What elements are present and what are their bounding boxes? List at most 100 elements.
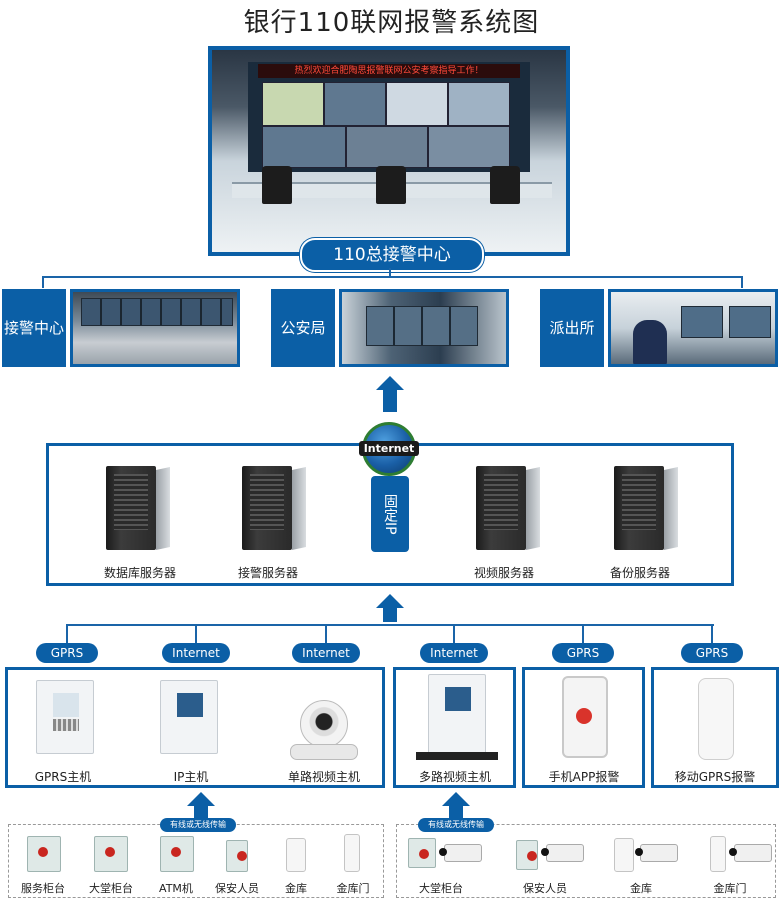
video-wall (366, 306, 478, 346)
mobile-app-phone (562, 676, 608, 758)
wireless-button-icon (516, 840, 538, 870)
police-bureau-box: 公安局 (271, 289, 335, 367)
connector-line (325, 624, 327, 644)
device-label: GPRS主机 (34, 770, 92, 784)
sensor-label: 金库门 (336, 882, 370, 895)
device-label: 手机APP报警 (548, 770, 620, 784)
monitor (681, 306, 723, 338)
chair (262, 166, 292, 204)
connector-line (42, 276, 44, 288)
up-arrow-icon (442, 792, 470, 806)
panic-button-icon (94, 836, 128, 872)
connector-line (582, 624, 584, 644)
wall-screen (262, 82, 324, 126)
internet-label: Internet (359, 441, 419, 456)
connector-line (741, 276, 743, 288)
connector-line (195, 624, 197, 644)
door-sensor-icon (710, 836, 726, 872)
single-video-host-camera (300, 700, 348, 748)
police-station-box: 派出所 (540, 289, 604, 367)
cctv-camera-icon (729, 844, 772, 862)
sensor-label: 保安人员 (215, 882, 259, 895)
police-bureau-photo (339, 289, 509, 367)
sensor-label: 金库门 (713, 882, 747, 895)
connector-line (711, 624, 713, 644)
device-base (416, 752, 498, 760)
sensor-label: 保安人员 (523, 882, 567, 895)
server-label: 视频服务器 (473, 566, 534, 580)
device-label: 多路视频主机 (418, 770, 491, 784)
video-wall (81, 298, 233, 326)
device-label: 单路视频主机 (287, 770, 360, 784)
pir-sensor-icon (614, 838, 634, 872)
transmission-tag: 有线或无线传输 (160, 818, 236, 832)
wall-screen (262, 126, 346, 168)
sensor-label: 服务柜台 (21, 882, 65, 895)
up-arrow-icon (194, 806, 208, 818)
sensor-label: 金库 (285, 882, 307, 895)
connector-line (42, 276, 742, 278)
sensor-label: ATM机 (159, 882, 193, 895)
link-tag-gprs: GPRS (552, 643, 614, 663)
up-arrow-icon (187, 792, 215, 806)
sensor-label: 大堂柜台 (89, 882, 133, 895)
up-arrow-icon (383, 390, 397, 412)
server-label: 数据库服务器 (103, 566, 176, 580)
cctv-camera-icon (541, 844, 584, 862)
link-tag-internet: Internet (292, 643, 360, 663)
server-icon (242, 466, 306, 550)
connector-line (66, 624, 68, 644)
ip-host-device (160, 680, 218, 754)
operator-figure (633, 320, 667, 364)
server-icon (106, 466, 170, 550)
chair (376, 166, 406, 204)
device-label: IP主机 (173, 770, 209, 784)
pir-sensor-icon (286, 838, 306, 872)
sensor-group-right (396, 824, 776, 898)
wireless-button-icon (226, 840, 248, 872)
dispatch-center-photo (70, 289, 240, 367)
link-tag-gprs: GPRS (681, 643, 743, 663)
link-tag-internet: Internet (162, 643, 230, 663)
command-center-label: 110总接警中心 (300, 238, 484, 272)
transmission-tag: 有线或无线传输 (418, 818, 494, 832)
cctv-camera-icon (635, 844, 678, 862)
connector-line (453, 624, 455, 644)
panic-button-icon (408, 838, 436, 868)
welcome-banner: 热烈欢迎合肥陶思报警联网公安考察指导工作！ (258, 64, 520, 78)
monitor (729, 306, 771, 338)
device-label: 移动GPRS报警 (674, 770, 756, 784)
multi-video-host-device (428, 674, 486, 754)
link-tag-gprs: GPRS (36, 643, 98, 663)
up-arrow-icon (449, 806, 463, 818)
mobile-gprs-alarm-device (698, 678, 734, 760)
wall-screen (324, 82, 386, 126)
sensor-label: 大堂柜台 (419, 882, 463, 895)
wall-screen (346, 126, 428, 168)
chair (490, 166, 520, 204)
wall-screen (428, 126, 510, 168)
camera-base (290, 744, 358, 760)
server-icon (476, 466, 540, 550)
sensor-label: 金库 (630, 882, 652, 895)
up-arrow-icon (376, 594, 404, 608)
link-tag-internet: Internet (420, 643, 488, 663)
server-label: 接警服务器 (237, 566, 298, 580)
gprs-host-device (36, 680, 94, 754)
cctv-camera-icon (439, 844, 482, 862)
server-icon (614, 466, 678, 550)
internet-globe-icon: Internet (359, 422, 419, 476)
dispatch-center-box: 接警中心 (2, 289, 66, 367)
panic-button-icon (27, 836, 61, 872)
connector-line (389, 268, 391, 278)
server-label: 备份服务器 (609, 566, 670, 580)
wall-screen (386, 82, 448, 126)
command-center-photo: 热烈欢迎合肥陶思报警联网公安考察指导工作！ (208, 46, 570, 256)
fixed-ip-label: 固定IP (371, 476, 409, 552)
wall-screen (448, 82, 510, 126)
panic-button-icon (160, 836, 194, 872)
up-arrow-icon (376, 376, 404, 390)
police-station-photo (608, 289, 778, 367)
connector-line (66, 624, 714, 626)
door-sensor-icon (344, 834, 360, 872)
